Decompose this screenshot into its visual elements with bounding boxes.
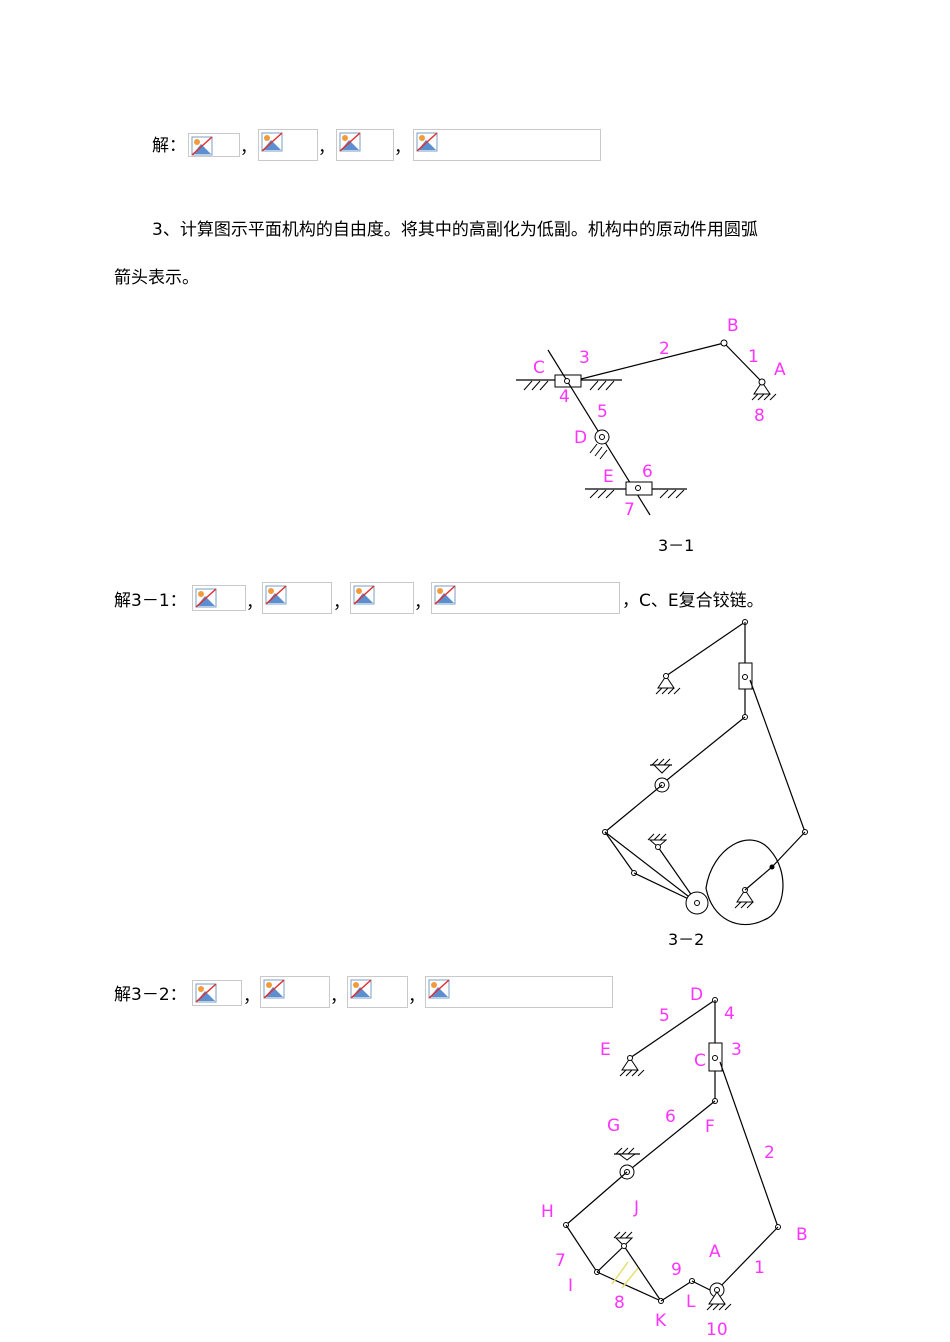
image-placeholder <box>260 976 330 1008</box>
fig33-label-G: G <box>607 1116 620 1136</box>
fig33-label-10: 10 <box>706 1320 728 1340</box>
fig33-label-K: K <box>655 1311 667 1331</box>
broken-image-icon <box>195 983 217 1003</box>
answer-suffix: ，C、E复合铰链。 <box>622 591 764 611</box>
image-placeholder <box>188 133 240 157</box>
fig33-label-H: H <box>541 1202 554 1222</box>
fig33-label-2: 2 <box>764 1143 775 1163</box>
comma: ， <box>240 138 257 158</box>
fig33-label-I: I <box>568 1276 573 1296</box>
fig33-label-F: F <box>705 1117 715 1137</box>
broken-image-icon <box>191 136 213 156</box>
fig33-label-J: J <box>633 1198 639 1218</box>
fig31-label-2: 2 <box>659 339 670 359</box>
figure-caption: 3－2 <box>668 930 705 949</box>
broken-image-icon <box>263 979 285 999</box>
fig31-label-7: 7 <box>624 500 635 520</box>
comma: ， <box>408 987 425 1007</box>
broken-image-icon <box>339 132 361 152</box>
fig31-label-4: 4 <box>559 387 570 407</box>
fig31-label-A: A <box>774 360 786 380</box>
broken-image-icon <box>195 588 217 608</box>
fig33-label-7: 7 <box>555 1251 566 1271</box>
image-placeholder <box>347 976 408 1008</box>
fig33-label-A: A <box>709 1242 721 1262</box>
fig31-label-1: 1 <box>748 347 759 367</box>
broken-image-icon <box>416 132 438 152</box>
image-placeholder <box>350 582 414 614</box>
image-placeholder <box>192 980 242 1006</box>
fig31-label-6: 6 <box>642 462 653 482</box>
comma: ， <box>330 987 347 1007</box>
broken-image-icon <box>265 585 287 605</box>
comma: ， <box>246 593 263 613</box>
fig31-label-8: 8 <box>754 406 765 426</box>
figure-caption: 3－1 <box>658 536 695 555</box>
fig33-label-C: C <box>694 1051 706 1071</box>
fig31-label-5: 5 <box>597 402 608 422</box>
comma: ， <box>243 987 260 1007</box>
fig33-label-D: D <box>690 985 703 1005</box>
answer-prefix: 解： <box>152 136 186 156</box>
question-3-text-cont: 箭头表示。 <box>114 268 199 288</box>
answer-prefix: 解3－2： <box>114 985 187 1005</box>
broken-image-icon <box>353 585 375 605</box>
fig33-label-6: 6 <box>665 1107 676 1127</box>
broken-image-icon <box>350 979 372 999</box>
fig33-label-4: 4 <box>724 1004 735 1024</box>
comma: ， <box>414 593 431 613</box>
image-placeholder <box>258 129 318 161</box>
fig33-label-9: 9 <box>671 1260 682 1280</box>
image-placeholder <box>262 582 332 614</box>
image-placeholder <box>192 585 246 611</box>
fig31-label-3: 3 <box>579 348 590 368</box>
image-placeholder <box>336 129 394 161</box>
fig31-label-C: C <box>533 358 545 378</box>
fig33-label-E: E <box>600 1040 611 1060</box>
fig33-label-L: L <box>686 1292 696 1312</box>
image-placeholder <box>413 129 601 161</box>
fig33-label-3: 3 <box>731 1040 742 1060</box>
fig33-label-5: 5 <box>659 1006 670 1026</box>
comma: ， <box>333 593 350 613</box>
comma: ， <box>318 138 335 158</box>
question-3-text: 3、计算图示平面机构的自由度。将其中的高副化为低副。机构中的原动件用圆弧 <box>152 220 758 240</box>
fig33-label-B: B <box>796 1225 808 1245</box>
broken-image-icon <box>428 979 450 999</box>
broken-image-icon <box>261 132 283 152</box>
fig33-label-8: 8 <box>614 1293 625 1313</box>
answer-prefix: 解3－1： <box>114 591 187 611</box>
fig31-label-B: B <box>727 316 739 336</box>
comma: ， <box>394 138 411 158</box>
broken-image-icon <box>434 585 456 605</box>
fig33-label-1: 1 <box>754 1258 765 1278</box>
image-placeholder <box>431 582 620 614</box>
fig31-label-D: D <box>574 428 587 448</box>
fig31-label-E: E <box>603 467 614 487</box>
image-placeholder <box>425 976 613 1008</box>
